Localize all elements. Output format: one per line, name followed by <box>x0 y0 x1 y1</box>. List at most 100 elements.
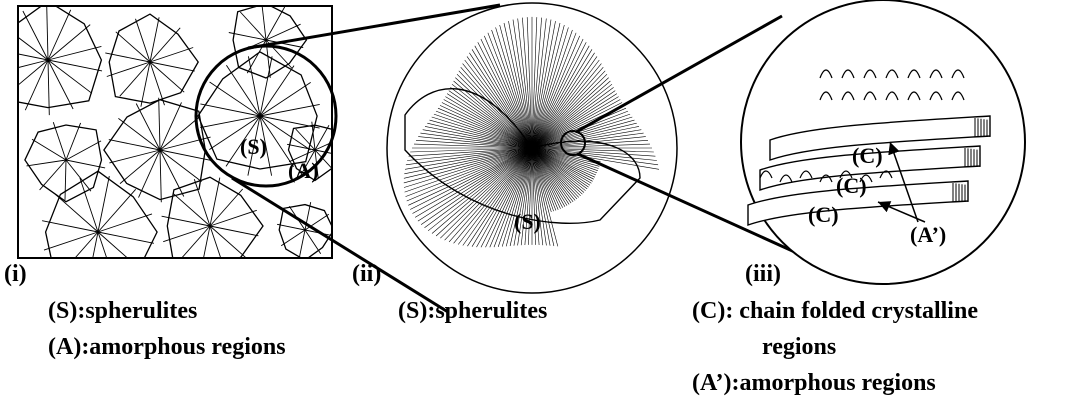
fibril-line <box>531 147 656 157</box>
fibril-line <box>418 136 533 149</box>
fibril-line <box>528 147 533 245</box>
spherulite-spoke <box>209 81 261 117</box>
spherulite-spoke <box>247 56 261 117</box>
cutaway-outline <box>404 88 641 224</box>
fibril-line <box>531 147 559 247</box>
spherulite-spoke <box>105 52 151 63</box>
spherulite-spoke <box>149 61 165 106</box>
fibril-line <box>453 147 533 244</box>
panel-iii-tag: (iii) <box>745 261 781 287</box>
fibril-line <box>531 147 578 200</box>
fibril-line <box>531 56 598 149</box>
fibril-line <box>531 21 556 149</box>
spherulite-spoke <box>259 56 273 117</box>
fibril-line <box>531 147 561 209</box>
fibril-line <box>497 147 533 247</box>
spherulite-spoke <box>200 103 261 117</box>
spherulite-spoke <box>163 225 211 243</box>
connector-bottom-ii-iii <box>577 152 809 260</box>
spherulite-spoke <box>259 115 320 129</box>
chain-loop <box>779 174 793 183</box>
panel-iii-legend-a: (A’):amorphous regions <box>692 370 936 396</box>
spherulite-spoke <box>97 176 110 233</box>
fibril-line <box>440 147 533 239</box>
spherulite-spoke <box>135 18 151 63</box>
fibril-line <box>499 25 533 149</box>
spherulite-spoke <box>159 116 201 151</box>
fibril-line <box>444 147 533 241</box>
fibril-line <box>484 35 533 149</box>
fibril-line <box>467 147 533 247</box>
fibril-line <box>531 19 552 149</box>
spherulite-spoke <box>158 97 161 151</box>
fibril-line <box>517 18 533 149</box>
spherulite-spoke <box>159 102 182 151</box>
spherulite-spoke <box>161 215 211 227</box>
fibril-line <box>531 147 552 212</box>
fibril-line <box>509 147 533 247</box>
fibril-line <box>531 147 585 193</box>
spherulite-spoke <box>159 149 202 182</box>
fibril-line <box>439 105 533 149</box>
fibril-line <box>531 17 542 149</box>
spherulite-spoke <box>247 115 261 176</box>
fibril-line <box>531 70 606 149</box>
fibril-line <box>531 147 599 169</box>
spherulite-spoke <box>26 159 67 167</box>
fibril-line <box>505 147 533 247</box>
spherulite-spoke <box>47 59 50 116</box>
spherulite-spoke <box>200 115 261 129</box>
panel-i-legend-s: (S):spherulites <box>48 298 198 324</box>
label-a-prime-panel-iii: (A’) <box>910 222 946 247</box>
chain-loop <box>841 91 855 101</box>
fibril-line <box>435 147 533 237</box>
fibril-line <box>410 147 533 210</box>
connector-top-ii-iii <box>575 14 783 134</box>
panel-iii-legend-c-cont: regions <box>762 334 837 360</box>
spherulite-spoke <box>172 192 211 227</box>
fibril-line <box>445 96 533 149</box>
spherulite-spoke <box>225 115 261 167</box>
fibril-line <box>531 22 561 149</box>
fibril-line <box>458 70 533 149</box>
spherulite-spoke <box>159 149 162 203</box>
spherulite-spoke <box>300 149 316 176</box>
spherulite-spoke <box>106 61 151 77</box>
spherulite-spoke <box>65 159 92 192</box>
chain-loop <box>929 69 943 79</box>
fibril-line <box>404 147 533 170</box>
fibril-line <box>437 107 533 149</box>
fibril-line <box>424 126 533 149</box>
spherulite-spoke <box>314 149 331 154</box>
fibril-line <box>451 83 533 149</box>
fibril-line <box>403 147 533 184</box>
spherulite-spoke <box>209 188 244 227</box>
fibril-line <box>489 147 533 248</box>
fibril-line <box>531 93 618 149</box>
fibril-line <box>531 147 583 195</box>
fibril-line <box>424 147 533 229</box>
spherulite-spoke <box>39 159 67 191</box>
fibril-line <box>414 147 533 218</box>
fibril-line <box>531 147 568 206</box>
chain-loop <box>907 91 921 101</box>
spherulite-cell <box>197 51 318 170</box>
spherulite-spoke <box>97 231 107 257</box>
magnifier-circle-ii <box>560 130 586 156</box>
fibril-line <box>513 147 533 246</box>
fibril-line <box>520 147 533 246</box>
fibril-line <box>531 147 588 190</box>
fibril-line <box>471 49 533 149</box>
fibril-line <box>531 42 587 149</box>
fibril-line <box>531 147 580 198</box>
panel-ii-legend-s: (S):spherulites <box>398 298 548 324</box>
spherulite-spoke <box>47 59 74 110</box>
fibril-line <box>531 147 544 246</box>
fibril-line <box>531 119 635 149</box>
spherulite-spoke <box>265 7 286 41</box>
fibril-line <box>413 143 533 149</box>
fibril-line <box>462 147 533 246</box>
fibril-line <box>531 116 633 149</box>
spherulite-spoke <box>277 223 306 231</box>
fibril-line <box>531 147 554 212</box>
